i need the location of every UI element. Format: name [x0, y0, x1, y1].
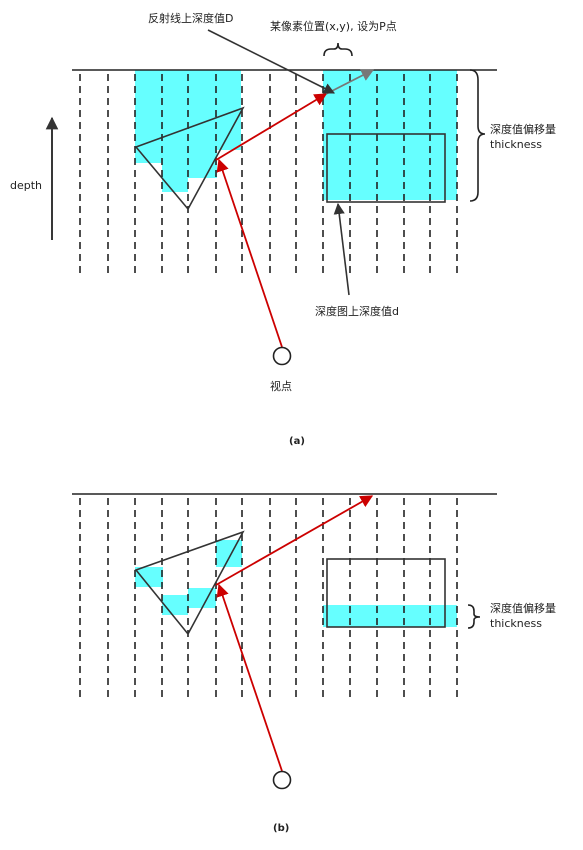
pointer-depth-map	[333, 202, 350, 296]
view-ray-a	[216, 158, 283, 348]
pixel-brace	[323, 42, 353, 57]
label-thickness-en-b: thickness	[490, 617, 542, 630]
thickness-box-a	[326, 133, 446, 203]
panel-a: 反射线上深度值D 某像素位置(x,y), 设为P点 深度值偏移量 thickne…	[10, 11, 556, 447]
label-viewpoint: 视点	[270, 379, 292, 393]
viewpoint-circle-a	[272, 346, 292, 366]
thickness-brace-a	[469, 69, 486, 202]
reflect-ray-b	[215, 495, 374, 586]
pixel-columns-a	[79, 74, 458, 274]
label-reflect-depth: 反射线上深度值D	[148, 11, 233, 25]
panel-b: 深度值偏移量 thickness (b)	[72, 493, 556, 834]
pixel-columns-b	[79, 498, 458, 698]
caption-a: (a)	[289, 436, 305, 447]
view-ray-b	[216, 583, 283, 772]
pointer-reflect-depth	[207, 29, 336, 94]
caption-b: (b)	[273, 823, 289, 834]
label-thickness-cn-a: 深度值偏移量	[490, 122, 556, 136]
triangle-object-a	[134, 106, 245, 211]
thickness-box-b	[326, 558, 446, 628]
thickness-band-b	[323, 605, 457, 627]
depth-fill-right	[323, 70, 457, 200]
label-pixel-position: 某像素位置(x,y), 设为P点	[270, 19, 397, 33]
viewpoint-circle-b	[272, 770, 292, 790]
label-depth-axis: depth	[10, 179, 42, 192]
reflect-ray-a	[215, 93, 328, 161]
thickness-brace-b	[467, 604, 481, 629]
label-thickness-en-a: thickness	[490, 138, 542, 151]
label-thickness-cn-b: 深度值偏移量	[490, 601, 556, 615]
label-depth-map: 深度图上深度值d	[315, 304, 399, 318]
triangle-object-b	[134, 530, 245, 636]
